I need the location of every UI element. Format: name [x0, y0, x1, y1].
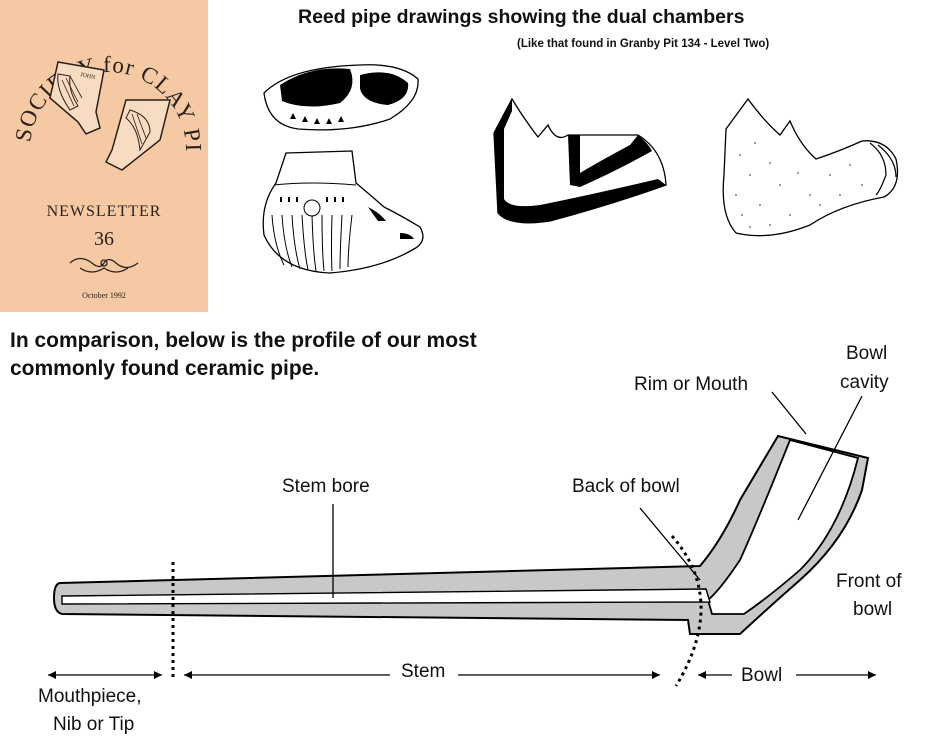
stem-bore: [61, 588, 711, 605]
leader-bowl-cavity: [797, 395, 863, 521]
reed-title: Reed pipe drawings showing the dual cham…: [298, 6, 745, 28]
reed-top-view: [263, 64, 419, 131]
leader-back-of-bowl: [639, 507, 701, 581]
cover-pipe-stamp: JOHN: [80, 72, 97, 81]
leader-rim: [771, 391, 807, 435]
reed-front-view: [262, 150, 424, 274]
label-front-of-bowl-1: Front of: [836, 571, 902, 592]
pipe-profile: [52, 434, 870, 635]
label-mouthpiece-1: Mouthpiece,: [38, 686, 142, 707]
label-bowl-cavity-2: cavity: [840, 372, 889, 393]
comparison-line-1: In comparison, below is the profile of o…: [10, 329, 477, 352]
label-bowl: Bowl: [741, 665, 783, 686]
comparison-line-2: commonly found ceramic pipe.: [10, 357, 320, 380]
label-rim: Rim or Mouth: [634, 374, 749, 395]
harp-pipe-left: JOHN: [49, 61, 105, 135]
bowl-cavity: [706, 438, 860, 615]
label-mouthpiece-2: Nib or Tip: [53, 714, 135, 735]
reed-section-view: [493, 97, 667, 224]
label-stem-bore: Stem bore: [282, 476, 370, 497]
label-front-of-bowl-2: bowl: [853, 599, 893, 620]
label-back-of-bowl: Back of bowl: [572, 476, 680, 497]
pipe-body: [52, 434, 870, 635]
label-bowl-cavity-1: Bowl: [846, 343, 888, 364]
reed-pipe-drawings: [262, 64, 899, 274]
flourish-ornament: [69, 257, 139, 273]
cover-issue-number: 36: [94, 228, 114, 250]
comparison-text: In comparison, below is the profile of o…: [10, 327, 477, 383]
reed-exterior-view: [722, 97, 899, 237]
cover-artwork: SOCIETY for CLAY PIPE RESEARCH JOHN: [0, 0, 205, 273]
harp-pipe-right: [104, 99, 171, 171]
newsletter-cover: SOCIETY for CLAY PIPE RESEARCH JOHN: [0, 0, 208, 312]
label-stem: Stem: [401, 661, 446, 682]
dimension-arrows: [48, 671, 876, 679]
cover-newsletter-title: NEWSLETTER: [46, 203, 162, 220]
reed-subtitle: (Like that found in Granby Pit 134 - Lev…: [517, 38, 770, 50]
cover-date: October 1992: [82, 291, 126, 300]
